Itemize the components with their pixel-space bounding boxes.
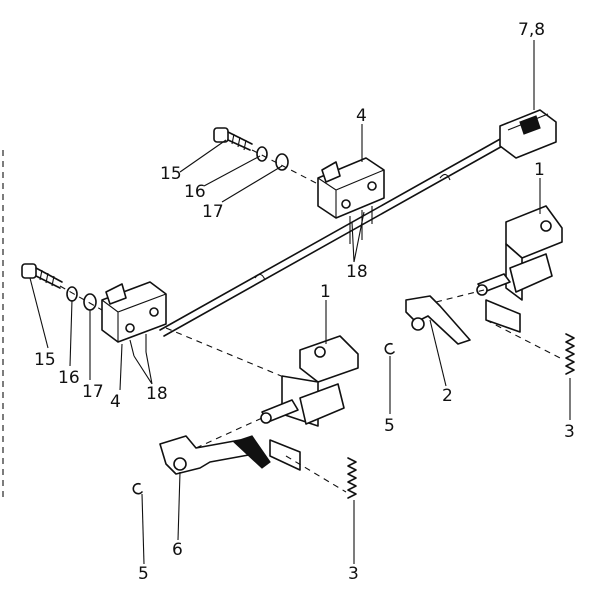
callout-5-right: 5 [384,416,395,436]
lever-center [159,435,271,475]
wire-connector [499,109,557,159]
callout-7-8: 7,8 [518,20,546,40]
micro-switch-left [101,281,167,357]
callout-2: 2 [442,386,453,406]
spring-right [485,319,575,375]
bracket-center [260,335,359,471]
callout-6: 6 [172,540,183,560]
callout-16-left: 16 [58,368,80,388]
callout-3-right: 3 [564,422,575,442]
callout-16-top: 16 [184,182,206,202]
wire-harness [159,137,507,337]
clip-right [384,342,395,355]
washer-16-top [256,146,268,162]
callout-4-top: 4 [356,106,367,126]
callout-18-top: 18 [346,262,368,282]
callout-15-left: 15 [34,350,56,370]
micro-switch-top [317,157,385,244]
callout-17-top: 17 [202,202,224,222]
washer-17-left [83,293,97,311]
callout-5-bottom: 5 [138,564,149,584]
leader-lines [29,40,571,565]
callout-1-right: 1 [534,160,545,180]
callout-17-left: 17 [82,382,104,402]
callout-18-left: 18 [146,384,168,404]
callout-15-top: 15 [160,164,182,184]
lever-right [405,295,471,345]
spring-center [285,455,357,499]
washer-16-left [66,286,78,302]
bracket-right [476,205,563,333]
clip-center [132,482,143,495]
callout-4-left: 4 [110,392,121,412]
screw-15-top [213,127,253,151]
screw-15-left [21,263,63,289]
callout-3-bottom: 3 [348,564,359,584]
callout-1-center: 1 [320,282,331,302]
